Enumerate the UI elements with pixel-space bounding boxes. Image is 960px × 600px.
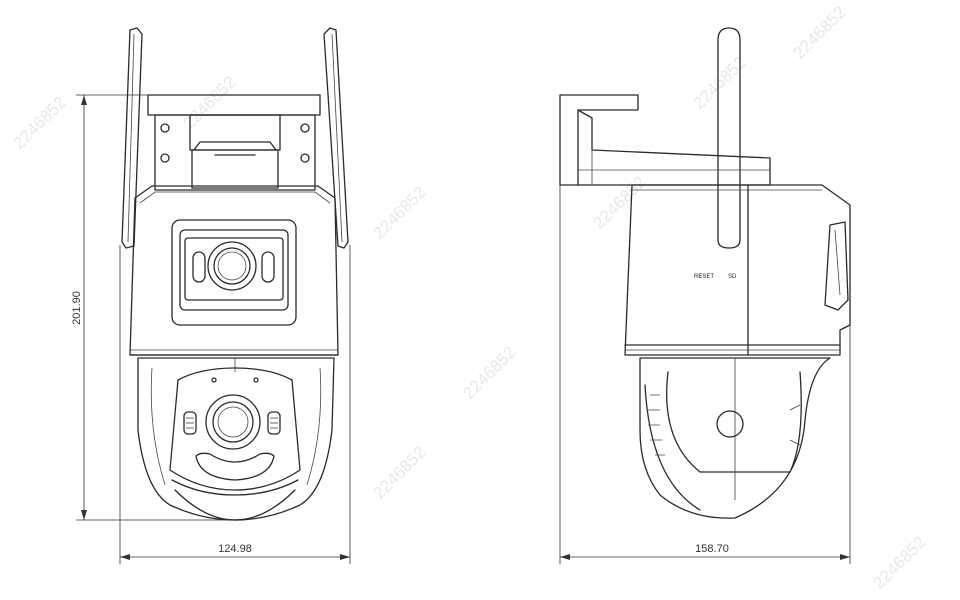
side-mount-bracket	[559, 94, 639, 186]
mount-bracket	[147, 94, 321, 116]
front-view	[121, 27, 349, 521]
watermark: 2246852	[789, 3, 849, 63]
side-dimensions: 158.70	[559, 185, 851, 564]
left-antenna	[121, 27, 143, 249]
ir-led-icon	[192, 251, 206, 283]
side-lens-bump	[824, 221, 849, 311]
upper-lens-frame	[171, 219, 297, 326]
right-antenna	[323, 27, 349, 249]
watermark: 2246852	[869, 533, 929, 593]
upper-lens-icon	[207, 241, 257, 291]
side-lens-icon	[716, 410, 744, 438]
watermark: 2246852	[9, 93, 69, 153]
led-bar-icon	[195, 452, 275, 481]
watermark-layer: 2246852 2246852 2246852 2246852 2246852 …	[9, 3, 929, 593]
ir-led-icon	[183, 411, 197, 435]
watermark: 2246852	[369, 183, 429, 243]
upper-housing	[129, 185, 339, 356]
lower-dome	[137, 357, 335, 521]
ir-led-icon	[261, 251, 275, 283]
front-width-label: 124.98	[218, 543, 252, 555]
side-width-label: 158.70	[695, 543, 729, 555]
side-antenna	[717, 27, 741, 249]
watermark: 2246852	[589, 173, 649, 233]
side-housing	[624, 184, 851, 356]
watermark: 2246852	[369, 443, 429, 503]
watermark: 2246852	[459, 343, 519, 403]
side-dome	[639, 357, 831, 519]
reset-label: RESET	[694, 274, 714, 280]
lower-lens-face	[169, 367, 301, 491]
front-dimensions: 201.90 124.98	[71, 94, 351, 564]
watermark: 2246852	[179, 73, 239, 133]
front-height-label: 201.90	[71, 291, 83, 325]
lower-lens-icon	[205, 394, 261, 450]
card-slot-label: SD	[728, 274, 737, 280]
ir-led-icon	[267, 411, 281, 435]
